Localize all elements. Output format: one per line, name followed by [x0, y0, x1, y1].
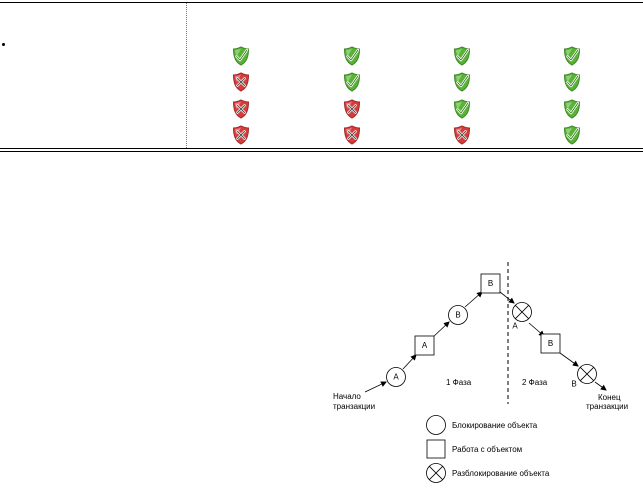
legend-lock-item: Блокирование объекта — [426, 415, 538, 435]
legend-work-label: Работа с объектом — [452, 445, 522, 454]
end-label-line1: Конец — [598, 393, 621, 402]
red-shield-cross-icon — [232, 125, 250, 145]
red-shield-cross-icon — [343, 125, 361, 145]
green-shield-check-icon — [453, 99, 471, 119]
work-a-letter: A — [422, 341, 428, 350]
legend-work-item: Работа с объектом — [426, 439, 522, 459]
green-shield-check-icon — [343, 46, 361, 66]
red-shield-cross-icon — [343, 99, 361, 119]
arrow-lock-a-to-work-a — [402, 354, 417, 370]
work-b-right-letter: B — [548, 339, 553, 348]
arrow-unlock-b-to-end — [594, 381, 607, 391]
table-top-border — [0, 2, 643, 3]
work-b-node-top: B — [480, 273, 501, 294]
legend-unlock-item: Разблокирование объекта — [426, 463, 550, 483]
red-shield-cross-icon — [232, 99, 250, 119]
arrow-start-to-lock-a — [364, 381, 387, 393]
table-bottom-border — [0, 148, 643, 149]
work-b-node-right: B — [540, 333, 561, 354]
legend-work-symbol — [426, 439, 446, 459]
start-label-line2: транзакции — [333, 402, 375, 411]
legend-lock-symbol — [426, 415, 446, 435]
red-shield-cross-icon — [453, 125, 471, 145]
unlock-b-letter: B — [571, 380, 576, 389]
red-shield-cross-icon — [232, 72, 250, 92]
work-a-node: A — [414, 335, 435, 356]
green-shield-check-icon — [563, 72, 581, 92]
start-label-line1: Начало — [333, 392, 361, 401]
legend-lock-label: Блокирование объекта — [452, 421, 538, 430]
legend-unlock-label: Разблокирование объекта — [452, 469, 550, 478]
table-column-divider — [186, 3, 187, 148]
end-label-line2: транзакции — [586, 402, 628, 411]
phase-1-label: 1 Фаза — [446, 378, 472, 387]
table-bottom-border-double — [0, 151, 643, 152]
green-shield-check-icon — [563, 99, 581, 119]
legend: Блокирование объекта Работа с объектом Р… — [426, 415, 550, 483]
arrow-work-b-to-unlock-b — [559, 352, 579, 367]
green-shield-check-icon — [453, 46, 471, 66]
arrow-lock-b-to-work-b — [464, 291, 483, 308]
lock-a-node: A — [386, 367, 406, 387]
green-shield-check-icon — [453, 72, 471, 92]
unlock-a-letter: A — [512, 322, 518, 331]
list-bullet — [2, 43, 5, 46]
phase-2-label: 2 Фаза — [522, 378, 548, 387]
work-b-top-letter: B — [488, 279, 493, 288]
arrow-work-b-to-unlock-a — [499, 291, 515, 304]
unlock-a-node: A — [512, 302, 532, 331]
arrow-work-a-to-lock-b — [431, 321, 450, 339]
green-shield-check-icon — [563, 125, 581, 145]
unlock-b-node: B — [571, 364, 597, 389]
green-shield-check-icon — [343, 72, 361, 92]
lock-a-letter: A — [393, 373, 399, 382]
lock-b-letter: B — [455, 311, 460, 320]
green-shield-check-icon — [563, 46, 581, 66]
lock-b-node: B — [448, 305, 468, 325]
green-shield-check-icon — [232, 46, 250, 66]
